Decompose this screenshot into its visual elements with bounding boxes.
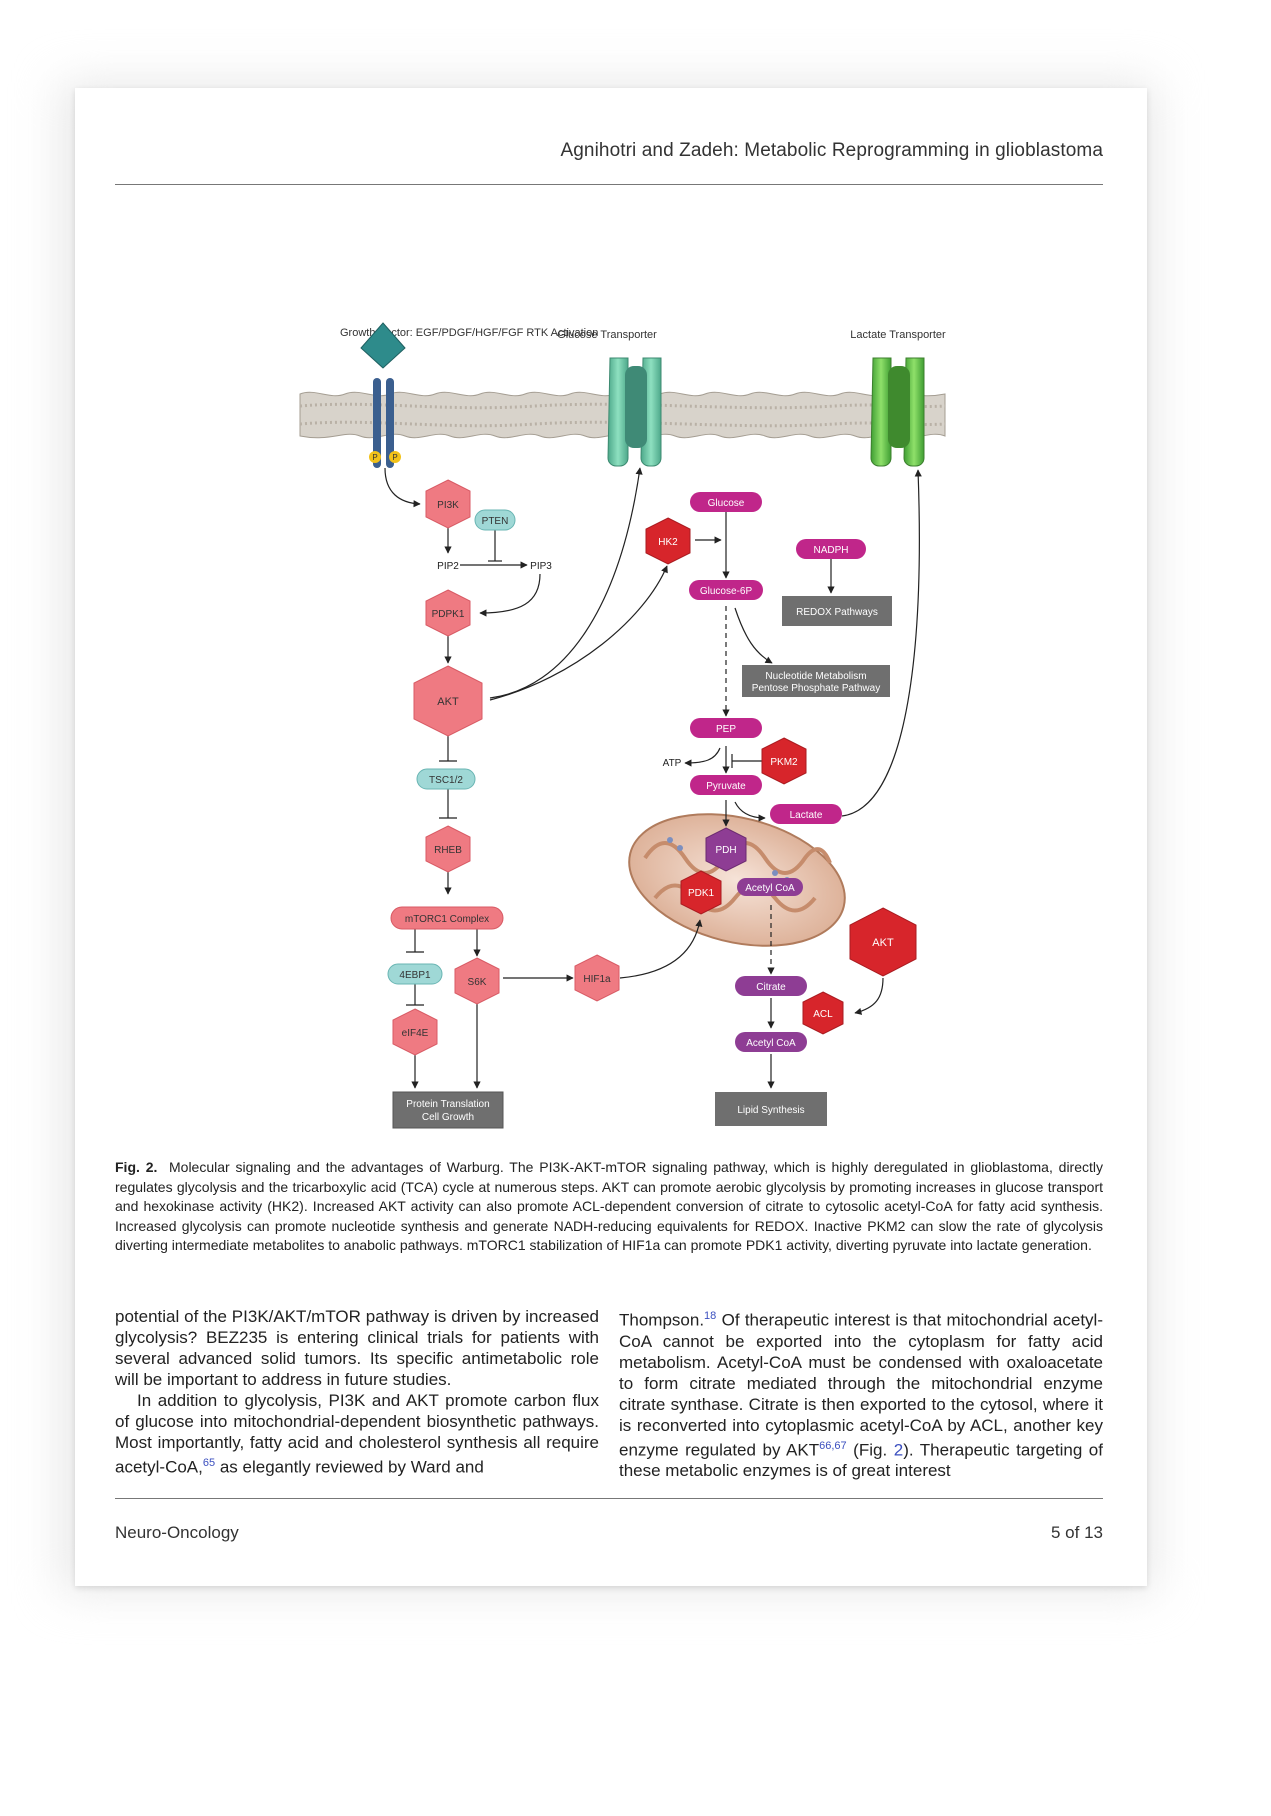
svg-text:Lipid Synthesis: Lipid Synthesis — [737, 1105, 804, 1116]
eif4e-node: eIF4E — [392, 1008, 438, 1056]
svg-text:REDOX Pathways: REDOX Pathways — [796, 607, 878, 618]
acetyl-coa-node: Acetyl CoA — [735, 1032, 807, 1052]
redox-pathways-box: REDOX Pathways — [782, 596, 892, 626]
svg-text:P: P — [372, 453, 377, 462]
footer-rule — [115, 1498, 1103, 1499]
s6k-node: S6K — [454, 957, 500, 1005]
pathway-figure: Growth Factor: EGF/PDGF/HGF/FGF RTK Acti… — [299, 322, 946, 1129]
pdh-node: PDH — [705, 827, 747, 872]
journal-name: Neuro-Oncology — [115, 1523, 239, 1542]
acl-node: ACL — [802, 991, 844, 1035]
rheb-node: RHEB — [425, 825, 471, 873]
lactate-transporter-label: Lactate Transporter — [850, 329, 946, 341]
header-rule — [115, 184, 1103, 185]
hif1a-node: HIF1a — [574, 954, 620, 1002]
protein-translation-box: Protein Translation Cell Growth — [392, 1091, 504, 1129]
akt-node: AKT — [413, 665, 483, 737]
running-title: Agnihotri and Zadeh: Metabolic Reprogram… — [560, 140, 1103, 161]
svg-text:PKM2: PKM2 — [770, 757, 798, 768]
left-paragraph-2: In addition to glycolysis, PI3K and AKT … — [115, 1391, 599, 1477]
atp-label: ATP — [663, 758, 682, 769]
svg-text:ACL: ACL — [813, 1009, 833, 1020]
svg-text:PDK1: PDK1 — [688, 888, 715, 899]
right-paragraph: Thompson.18 Of therapeutic interest is t… — [619, 1310, 1103, 1481]
pkm2-node: PKM2 — [761, 737, 807, 785]
svg-text:HIF1a: HIF1a — [583, 974, 611, 985]
glucose-6p-node: Glucose-6P — [689, 580, 763, 600]
pep-node: PEP — [690, 718, 762, 738]
nucleotide-metabolism-box: Nucleotide Metabolism Pentose Phosphate … — [742, 665, 890, 697]
svg-text:NADPH: NADPH — [813, 545, 848, 556]
growth-factor-label: Growth Factor: EGF/PDGF/HGF/FGF RTK Acti… — [340, 327, 598, 339]
left-column: potential of the PI3K/AKT/mTOR pathway i… — [115, 1306, 599, 1478]
svg-text:PTEN: PTEN — [482, 516, 509, 527]
caption-text: Molecular signaling and the advantages o… — [115, 1159, 1104, 1253]
left-paragraph-1: potential of the PI3K/AKT/mTOR pathway i… — [115, 1307, 599, 1389]
glucose-transporter — [607, 357, 662, 467]
svg-text:Glucose: Glucose — [708, 498, 745, 509]
pip2-label: PIP2 — [437, 561, 459, 572]
svg-text:HK2: HK2 — [658, 537, 678, 548]
svg-text:TSC1/2: TSC1/2 — [429, 775, 463, 786]
citation-18[interactable]: 18 — [704, 1310, 717, 1322]
pdk1-node: PDK1 — [680, 870, 722, 915]
right-column: Thompson.18 Of therapeutic interest is t… — [619, 1306, 1103, 1481]
svg-text:P: P — [392, 453, 397, 462]
figure-link[interactable]: 2 — [893, 1440, 904, 1460]
svg-text:Glucose-6P: Glucose-6P — [700, 586, 753, 597]
svg-text:mTORC1 Complex: mTORC1 Complex — [405, 914, 489, 925]
svg-text:eIF4E: eIF4E — [402, 1028, 429, 1039]
pi3k-node: PI3K — [425, 479, 471, 529]
citation-65[interactable]: 65 — [202, 1457, 216, 1469]
citrate-node: Citrate — [735, 976, 807, 996]
svg-text:Pentose Phosphate Pathway: Pentose Phosphate Pathway — [752, 683, 880, 694]
glucose-node: Glucose — [690, 492, 762, 512]
document-page: Agnihotri and Zadeh: Metabolic Reprogram… — [75, 88, 1147, 1586]
citation-66-67[interactable]: 66,67 — [819, 1439, 847, 1452]
svg-text:Pyruvate: Pyruvate — [706, 781, 746, 792]
tsc-node: TSC1/2 — [416, 768, 476, 790]
svg-text:Lactate: Lactate — [790, 810, 823, 821]
pdpk1-node: PDPK1 — [425, 589, 471, 637]
lactate-node: Lactate — [770, 804, 842, 824]
caption-label: Fig. 2. — [115, 1159, 158, 1175]
4ebp1-node: 4EBP1 — [387, 963, 443, 985]
figure-caption: Fig. 2. Molecular signaling and the adva… — [115, 1158, 1103, 1256]
svg-text:Nucleotide Metabolism: Nucleotide Metabolism — [765, 671, 866, 682]
lipid-synthesis-box: Lipid Synthesis — [715, 1092, 827, 1126]
svg-text:PEP: PEP — [716, 724, 736, 735]
svg-text:4EBP1: 4EBP1 — [399, 970, 431, 981]
svg-text:Citrate: Citrate — [756, 982, 786, 993]
pyruvate-node: Pyruvate — [690, 775, 762, 795]
pten-node: PTEN — [474, 509, 516, 531]
nadph-node: NADPH — [796, 539, 866, 559]
rtk-receptor: P P — [360, 322, 406, 468]
svg-text:S6K: S6K — [468, 977, 487, 988]
svg-text:PDPK1: PDPK1 — [432, 609, 465, 620]
svg-text:Acetyl CoA: Acetyl CoA — [745, 883, 795, 894]
svg-text:PI3K: PI3K — [437, 500, 459, 511]
acetyl-coa-mito-node: Acetyl CoA — [737, 878, 803, 896]
svg-text:AKT: AKT — [872, 937, 894, 949]
svg-text:Protein Translation: Protein Translation — [406, 1099, 489, 1110]
hk2-node: HK2 — [645, 517, 691, 565]
akt-right-node: AKT — [849, 907, 917, 977]
lactate-transporter — [870, 357, 925, 467]
svg-text:PDH: PDH — [715, 845, 736, 856]
mtorc1-node: mTORC1 Complex — [390, 906, 504, 930]
svg-text:Acetyl CoA: Acetyl CoA — [746, 1038, 796, 1049]
pip3-label: PIP3 — [530, 561, 552, 572]
svg-text:AKT: AKT — [437, 696, 459, 708]
page-number: 5 of 13 — [1051, 1523, 1103, 1542]
svg-text:Cell Growth: Cell Growth — [422, 1112, 474, 1123]
phospho-circle — [369, 451, 381, 463]
glucose-transporter-label: Glucose Transporter — [557, 329, 657, 341]
phospho-circle — [389, 451, 401, 463]
svg-text:RHEB: RHEB — [434, 845, 462, 856]
